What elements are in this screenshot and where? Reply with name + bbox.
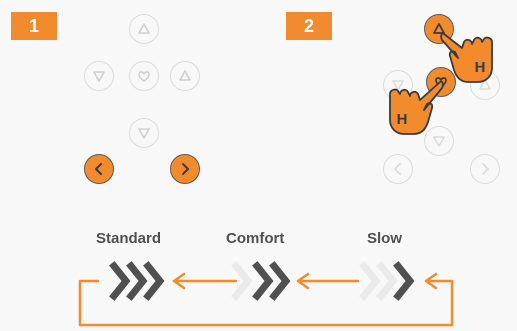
panel2-down-button-2[interactable] (424, 126, 454, 156)
mode-cycle-diagram (78, 261, 454, 327)
up-icon (179, 70, 191, 81)
right-icon (182, 163, 189, 175)
up-icon (138, 23, 150, 34)
heart-icon (138, 71, 150, 82)
chevron-group-standard (109, 261, 165, 301)
chevron-icon (252, 261, 274, 301)
hand-label: H (475, 59, 486, 76)
up-icon (433, 23, 445, 34)
down-button-2[interactable] (129, 118, 159, 148)
left-icon (394, 163, 401, 175)
up-icon (479, 79, 491, 90)
panel2-left-button[interactable] (383, 154, 413, 184)
down-icon (392, 80, 404, 91)
down-button[interactable] (84, 61, 114, 91)
down-icon (433, 136, 445, 147)
mode-label-comfort: Comfort (226, 230, 285, 247)
heart-button[interactable] (129, 61, 159, 91)
chevron-icon (269, 261, 291, 301)
left-button[interactable] (84, 154, 114, 184)
mode-label-slow: Slow (367, 230, 403, 247)
hand-icon: H (440, 32, 493, 83)
chevron-icon (393, 261, 415, 301)
up-button[interactable] (129, 14, 159, 44)
chevron-group-comfort (252, 261, 291, 301)
mode-label-standard: Standard (96, 230, 162, 247)
up-button-2[interactable] (170, 61, 200, 91)
hand-label: H (397, 111, 408, 128)
chevron-icon (126, 261, 148, 301)
right-icon (482, 163, 489, 175)
chevron-icon (109, 261, 131, 301)
left-icon (95, 163, 102, 175)
panel2-right-button[interactable] (470, 154, 500, 184)
chevron-icon (143, 261, 165, 301)
arrow-loop-standard-to-slow (78, 279, 454, 327)
hand-icon: H (389, 80, 444, 135)
step-1-badge: 1 (11, 12, 57, 40)
right-button[interactable] (170, 154, 200, 184)
chevron-group-slow (393, 261, 415, 301)
heart-icon (435, 77, 447, 89)
down-icon (138, 128, 150, 139)
down-icon (93, 71, 105, 82)
step-2-badge: 2 (286, 12, 332, 40)
